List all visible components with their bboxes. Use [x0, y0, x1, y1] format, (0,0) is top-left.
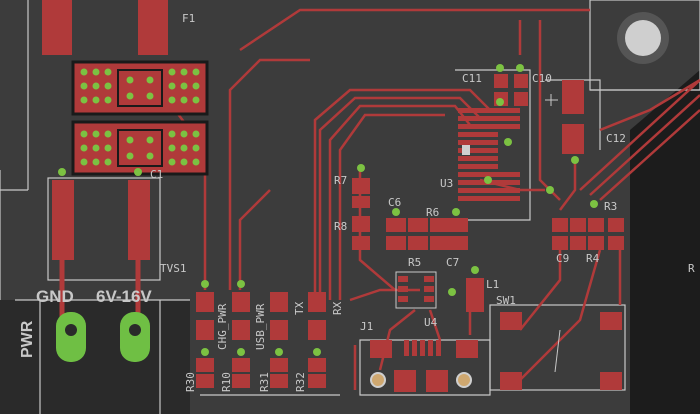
c9-label: C9	[556, 252, 569, 265]
c1-silk: C1	[150, 168, 163, 181]
mounting-hole	[617, 12, 669, 64]
tvs1-label: TVS1	[160, 262, 187, 275]
j1-label: J1	[360, 320, 373, 333]
capacitors-c10-c11[interactable]: C11 C10 C12	[462, 64, 626, 164]
r31-silk: R31	[258, 372, 271, 392]
r10-silk: R10	[220, 372, 233, 392]
u3-label: U3	[440, 177, 453, 190]
r30-silk: R30	[184, 372, 197, 392]
tvs-diode-tvs1[interactable]: TVS1	[52, 168, 187, 320]
led-resistor-array[interactable]: CHG_PWR USB_PWR TX RX R30 R10 R31 R32	[184, 280, 344, 392]
r32-silk: R32	[294, 372, 307, 392]
copper-pour-right	[630, 130, 700, 414]
u4-label: U4	[424, 316, 438, 329]
f1-label: F1	[182, 12, 195, 25]
board-bottom-edge	[0, 300, 190, 414]
fuse-f1[interactable]: F1	[42, 0, 195, 55]
r4-label: R4	[586, 252, 600, 265]
ic-u4[interactable]: U4	[395, 271, 438, 329]
power-terminal[interactable]: GND 6V-16V PWR	[19, 287, 152, 362]
sw1-label: SW1	[496, 294, 516, 307]
r6-label: R6	[426, 206, 439, 219]
r8-label: R8	[334, 220, 347, 233]
usb-connector-j1[interactable]: J1	[360, 320, 478, 392]
c7-label: C7	[446, 256, 459, 269]
c12-label: C12	[606, 132, 626, 145]
usb-pwr-silk: USB_PWR	[254, 303, 267, 350]
power-connector-block[interactable]	[71, 60, 209, 176]
passive-cluster-c9-r4[interactable]: R3 C9 R4	[546, 186, 624, 265]
resistor-r7-r8[interactable]: R7 R8	[334, 164, 370, 250]
r7-label: R7	[334, 174, 347, 187]
inductor-l1[interactable]: L1	[448, 266, 499, 312]
ic-u3[interactable]: U3	[440, 108, 520, 201]
chg-pwr-silk: CHG_PWR	[216, 303, 229, 350]
connector-vias	[80, 68, 200, 166]
gnd-silk: GND	[36, 287, 74, 306]
c6-label: C6	[388, 196, 401, 209]
r-edge-label: R	[688, 262, 695, 275]
r5-label: R5	[408, 256, 421, 269]
tx-silk: TX	[293, 301, 306, 315]
pwr-silk: PWR	[19, 320, 36, 358]
c11-label: C11	[462, 72, 482, 85]
l1-label: L1	[486, 278, 499, 291]
r3-label: R3	[604, 200, 617, 213]
voltage-silk: 6V-16V	[96, 287, 152, 306]
passive-cluster-c6-c7[interactable]: C6 R6 R5 C7	[386, 196, 468, 269]
rx-silk: RX	[331, 301, 344, 315]
c10-label: C10	[532, 72, 552, 85]
switch-sw1[interactable]: SW1	[496, 294, 622, 390]
